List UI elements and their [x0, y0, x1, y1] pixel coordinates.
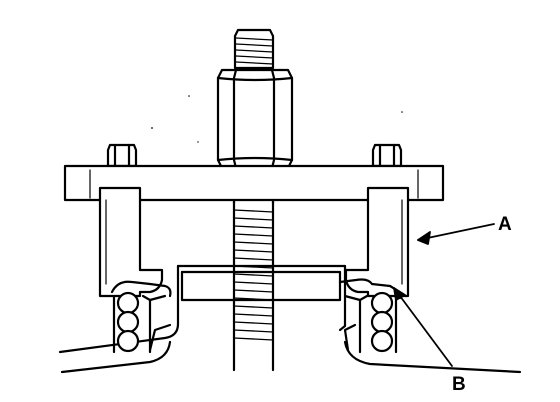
- jaw-left: [98, 186, 164, 298]
- bolt-top-thread: [233, 28, 275, 70]
- bearing-balls-left: [112, 291, 167, 354]
- leader-b: [393, 287, 453, 367]
- bearing-balls-right: [343, 291, 398, 354]
- hex-nut: [216, 68, 294, 170]
- label-b: B: [452, 374, 466, 395]
- leader-a: [417, 223, 495, 245]
- small-bolt-left: [106, 143, 138, 168]
- small-bolt-right: [371, 143, 403, 168]
- threaded-shaft: [232, 200, 275, 372]
- speckles: [151, 95, 403, 143]
- housing: [58, 264, 522, 374]
- label-a: A: [498, 214, 512, 235]
- seal-left: [110, 280, 172, 298]
